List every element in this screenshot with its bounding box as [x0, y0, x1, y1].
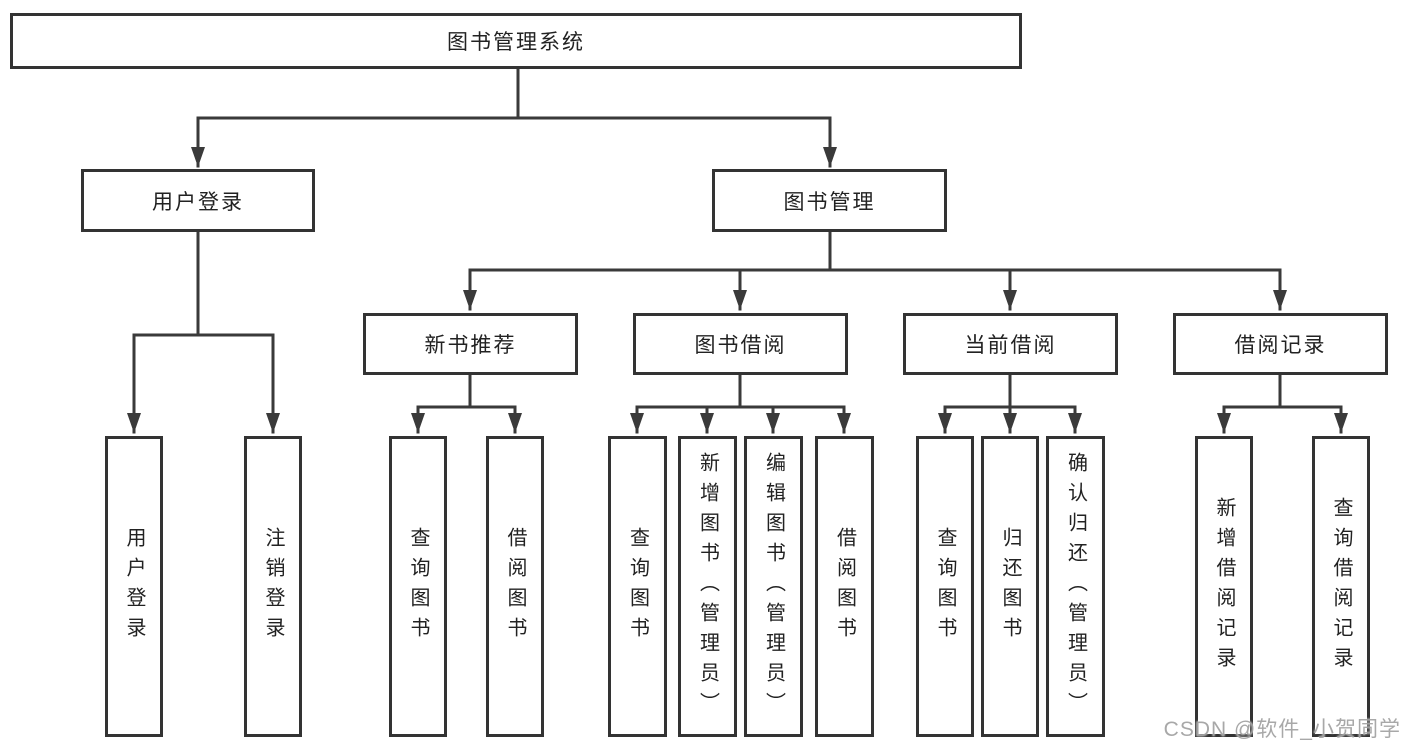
node-borrowing-records: 借阅记录: [1173, 313, 1388, 375]
leaf-query-books-recommend: 查询图书: [389, 436, 447, 737]
leaf-query-borrow-record: 查询借阅记录: [1312, 436, 1370, 737]
node-current-borrowing: 当前借阅: [903, 313, 1118, 375]
leaf-logout: 注销登录: [244, 436, 302, 737]
leaf-borrow-books-recommend: 借阅图书: [486, 436, 544, 737]
leaf-add-borrow-record: 新增借阅记录: [1195, 436, 1253, 737]
node-user-login: 用户登录: [81, 169, 315, 232]
node-library-management-system: 图书管理系统: [10, 13, 1022, 69]
node-new-book-recommendation: 新书推荐: [363, 313, 578, 375]
leaf-user-login: 用户登录: [105, 436, 163, 737]
leaf-confirm-return-admin: 确认归还（管理员）: [1046, 436, 1105, 737]
leaf-edit-books-admin: 编辑图书（管理员）: [744, 436, 803, 737]
leaf-return-books: 归还图书: [981, 436, 1039, 737]
csdn-watermark: CSDN @软件_小贺同学: [1163, 718, 1401, 741]
leaf-query-books-current: 查询图书: [916, 436, 974, 737]
leaf-query-books-borrow: 查询图书: [608, 436, 667, 737]
node-book-borrowing: 图书借阅: [633, 313, 848, 375]
leaf-add-books-admin: 新增图书（管理员）: [678, 436, 737, 737]
leaf-borrow-books: 借阅图书: [815, 436, 874, 737]
node-book-management: 图书管理: [712, 169, 947, 232]
